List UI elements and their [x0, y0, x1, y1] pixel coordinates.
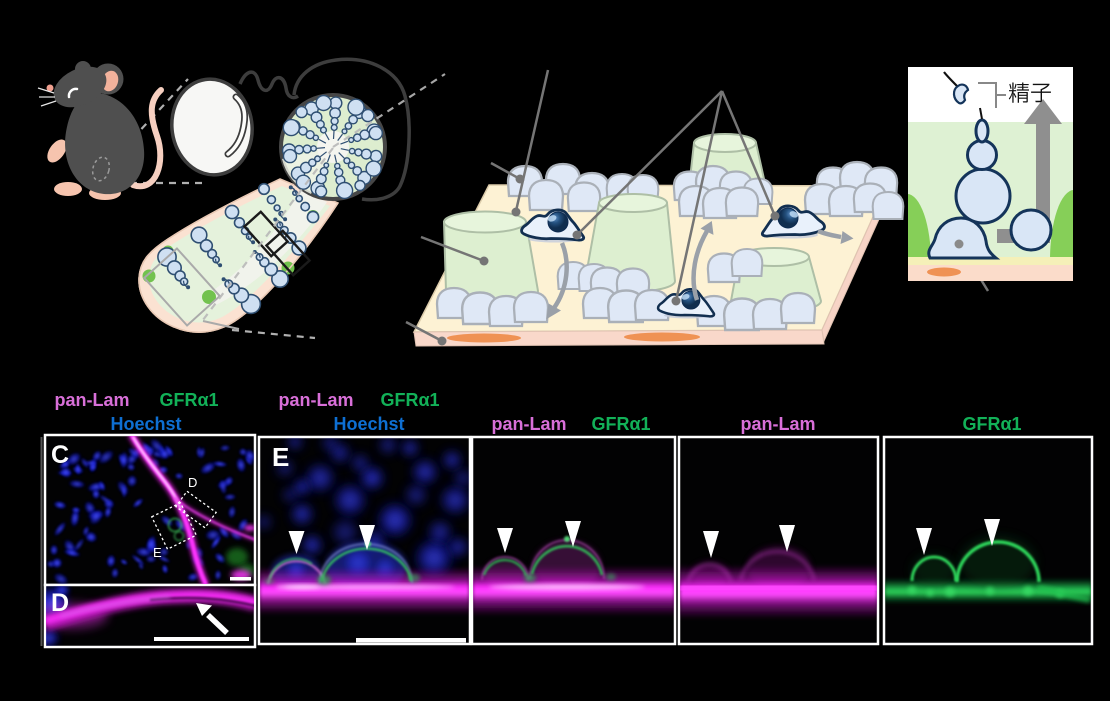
svg-text:pan-Lam: pan-Lam — [740, 414, 815, 434]
svg-text:pan-Lam: pan-Lam — [278, 390, 353, 410]
svg-text:pan-Lam: pan-Lam — [54, 390, 129, 410]
svg-text:GFRα1: GFRα1 — [591, 414, 650, 434]
svg-text:Hoechst: Hoechst — [333, 414, 404, 434]
svg-text:D: D — [51, 589, 69, 617]
svg-text:pan-Lam: pan-Lam — [491, 414, 566, 434]
svg-text:GFRα1: GFRα1 — [962, 414, 1021, 434]
svg-text:GFRα1: GFRα1 — [159, 390, 218, 410]
svg-text:E: E — [272, 442, 289, 472]
svg-text:GFRα1: GFRα1 — [380, 390, 439, 410]
svg-text:E: E — [153, 545, 162, 560]
svg-text:C: C — [51, 441, 69, 469]
svg-text:Hoechst: Hoechst — [110, 414, 181, 434]
svg-text:D: D — [188, 475, 197, 490]
